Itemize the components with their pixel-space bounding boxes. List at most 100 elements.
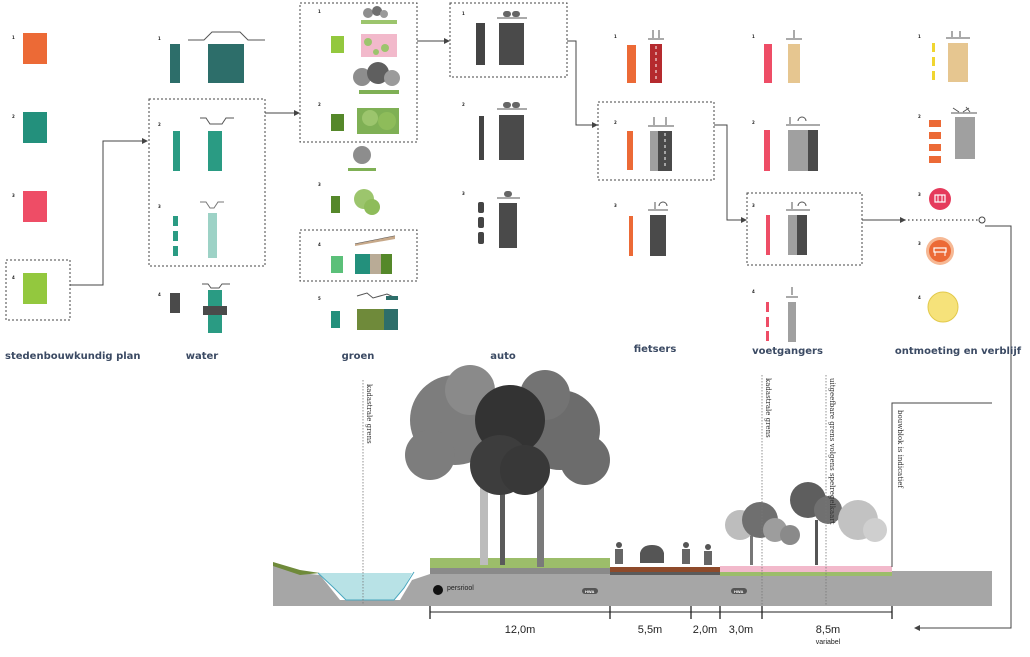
plan-option-2-swatch bbox=[23, 112, 47, 143]
ontmoeting-option-number: 2 bbox=[918, 114, 921, 119]
groen-3-swatch bbox=[331, 196, 340, 213]
plan-option-number: 4 bbox=[12, 275, 15, 280]
voetgangers-selected-box bbox=[746, 192, 863, 266]
voetgangers-3-block bbox=[797, 215, 807, 255]
arrow-fietsers-to-voetgangers bbox=[714, 124, 741, 221]
arrowhead bbox=[741, 217, 747, 223]
bouwblok-label: bouwblok is indicatief bbox=[896, 410, 904, 488]
arrowhead bbox=[444, 38, 450, 44]
ontmoeting-1-block bbox=[948, 43, 968, 82]
ontmoeting-option-number: 4 bbox=[918, 295, 921, 300]
auto-3-dash-3 bbox=[478, 232, 484, 244]
voetgangers-1-bar bbox=[764, 44, 772, 83]
voetgangers-4-dash-1 bbox=[766, 302, 769, 312]
arrow-auto-to-fietsers bbox=[567, 40, 592, 126]
column-title-water: water bbox=[185, 351, 219, 362]
hwa-pipe-2 bbox=[731, 588, 747, 594]
groen-5-block-green bbox=[357, 309, 384, 330]
ontmoeting-1-dash-2 bbox=[932, 57, 935, 66]
section-figures bbox=[615, 542, 712, 565]
column-title-groen: groen bbox=[341, 351, 375, 362]
dimension-value: 3,0m bbox=[728, 624, 754, 636]
persriool-label: persriool bbox=[447, 585, 474, 592]
voetgangers-4-block bbox=[788, 302, 796, 342]
arrowhead bbox=[900, 217, 906, 223]
fietsers-2-block-gray bbox=[650, 131, 658, 171]
section-planting bbox=[720, 566, 892, 574]
arrowhead bbox=[294, 110, 300, 116]
groen-option-number: 2 bbox=[318, 102, 321, 107]
water-3-dash-1 bbox=[173, 216, 178, 226]
fietsers-selected-box bbox=[597, 101, 715, 181]
section-grass-strip bbox=[430, 558, 610, 568]
water-2-bar bbox=[173, 131, 180, 171]
auto-option-number: 2 bbox=[462, 102, 465, 107]
auto-selected-box bbox=[449, 2, 568, 78]
water-3-block bbox=[208, 213, 217, 258]
arrowhead bbox=[142, 138, 148, 144]
plan-option-4-swatch bbox=[23, 273, 47, 304]
ontmoeting-2-bar-1 bbox=[929, 120, 941, 127]
ontmoeting-2-bar-4 bbox=[929, 156, 941, 163]
voetgangers-option-number: 1 bbox=[752, 34, 755, 39]
fietsers-3-bar bbox=[629, 216, 633, 256]
fietsers-option-number: 3 bbox=[614, 203, 617, 208]
kadastrale-grens-right-label: kadastrale grens bbox=[764, 378, 772, 438]
plan-option-number: 2 bbox=[12, 114, 15, 119]
auto-3-dash-1 bbox=[478, 202, 484, 213]
water-selected-box bbox=[148, 98, 266, 267]
return-arrow bbox=[920, 225, 1012, 629]
water-3-dash-2 bbox=[173, 231, 178, 241]
ontmoeting-option-number: 3 bbox=[918, 192, 921, 197]
voetgangers-option-number: 4 bbox=[752, 289, 755, 294]
dimension-value: 5,5m bbox=[637, 624, 663, 636]
voetgangers-2-bar bbox=[764, 130, 770, 171]
uitgeefbare-grens-label: uitgeefbare grens volgens spelregelkaart bbox=[828, 378, 836, 525]
dimension-line bbox=[429, 606, 893, 619]
ontmoeting-3b-icon bbox=[929, 240, 951, 262]
plan-option-4-box bbox=[5, 259, 71, 321]
section-ditch-water bbox=[318, 573, 412, 600]
arrowhead bbox=[914, 625, 920, 631]
groen-4-block-teal bbox=[355, 254, 370, 274]
ontmoeting-3a-icon bbox=[929, 188, 951, 210]
dimension-sub-label: variabel bbox=[815, 639, 841, 646]
groen-option-number: 3 bbox=[318, 182, 321, 187]
groen-option-number: 4 bbox=[318, 242, 321, 247]
ontmoeting-2-block bbox=[955, 117, 975, 159]
water-2-block bbox=[208, 131, 222, 171]
plan-option-3-swatch bbox=[23, 191, 47, 222]
bouwblok-bracket bbox=[891, 402, 992, 567]
ontmoeting-1-dash-3 bbox=[932, 71, 935, 80]
section-trees-right bbox=[725, 482, 887, 565]
voetgangers-3-block-gray bbox=[788, 215, 797, 255]
auto-2-bar bbox=[479, 116, 484, 160]
arrowhead bbox=[592, 122, 598, 128]
column-title-voetgangers: voetgangers bbox=[752, 346, 823, 357]
hwa-pipe-1 bbox=[582, 588, 598, 594]
water-4-bar bbox=[170, 293, 180, 313]
water-1-block bbox=[208, 44, 244, 83]
column-title-fietsers: fietsers bbox=[633, 344, 677, 355]
voetgangers-2-block-gray bbox=[788, 130, 808, 171]
ontmoeting-4-icon bbox=[927, 291, 959, 323]
water-option-number: 3 bbox=[158, 204, 161, 209]
dimension-value: 12,0m bbox=[504, 624, 536, 636]
fietsers-3-block bbox=[650, 215, 666, 256]
ontmoeting-2-bar-3 bbox=[929, 144, 941, 151]
section-road bbox=[610, 567, 720, 572]
groen-5-block-teal bbox=[384, 309, 398, 330]
groen-4-block-green bbox=[381, 254, 392, 274]
fietsers-1-bar bbox=[627, 45, 636, 83]
water-option-number: 1 bbox=[158, 36, 161, 41]
ontmoeting-2-bar-2 bbox=[929, 132, 941, 139]
hwa-label: HWA bbox=[585, 589, 595, 594]
groen-option-number: 1 bbox=[318, 9, 321, 14]
voetgangers-3-bar bbox=[766, 215, 770, 255]
auto-3-block bbox=[499, 203, 517, 248]
water-4-profile bbox=[202, 283, 230, 289]
fietsers-option-number: 2 bbox=[614, 120, 617, 125]
ontmoeting-option-number: 3 bbox=[918, 241, 921, 246]
voetgangers-2-block bbox=[808, 130, 818, 171]
